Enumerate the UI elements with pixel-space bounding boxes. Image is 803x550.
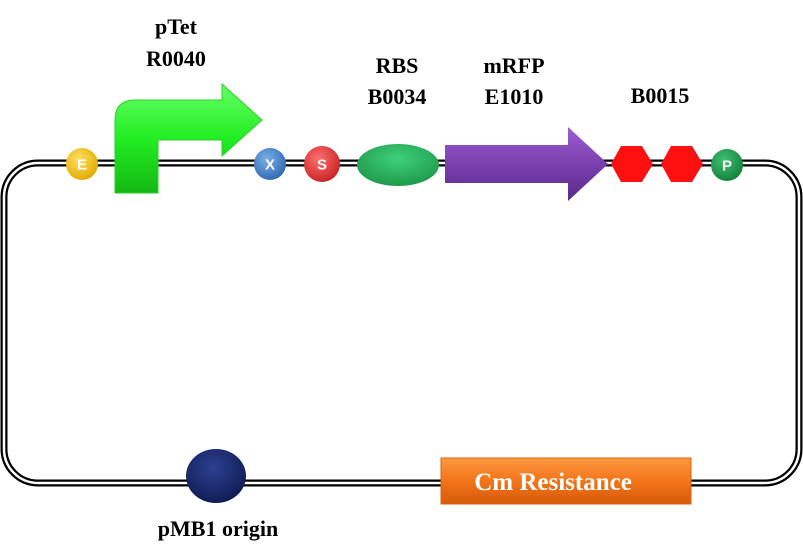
plasmid-backbone	[0, 159, 803, 487]
psti-letter: P	[722, 158, 732, 175]
origin-ellipse	[186, 449, 246, 503]
gene-name-label: mRFP	[483, 53, 544, 78]
resistance-box: Cm Resistance	[440, 457, 692, 505]
spei-site: S	[304, 146, 340, 182]
terminator-hexagon-1	[611, 146, 653, 182]
promoter-arrow	[114, 82, 263, 194]
psti-site: P	[711, 149, 743, 181]
ecori-site: E	[66, 148, 98, 180]
gene-part-label: E1010	[485, 84, 544, 109]
terminator-hexagon-2	[661, 146, 703, 182]
rbs-name-label: RBS	[376, 53, 419, 78]
ecori-letter: E	[77, 157, 87, 174]
rbs-part-label: B0034	[368, 84, 427, 109]
spei-letter: S	[317, 157, 327, 174]
promoter-part-label: R0040	[146, 46, 206, 71]
gene-arrow	[445, 127, 608, 201]
terminator-part-label: B0015	[631, 83, 690, 108]
rbs-ellipse	[357, 144, 439, 186]
xbai-site: X	[254, 148, 286, 180]
xbai-letter: X	[265, 157, 275, 174]
promoter-name-label: pTet	[155, 14, 198, 39]
origin-label: pMB1 origin	[158, 516, 278, 541]
resistance-label: Cm Resistance	[474, 469, 632, 496]
